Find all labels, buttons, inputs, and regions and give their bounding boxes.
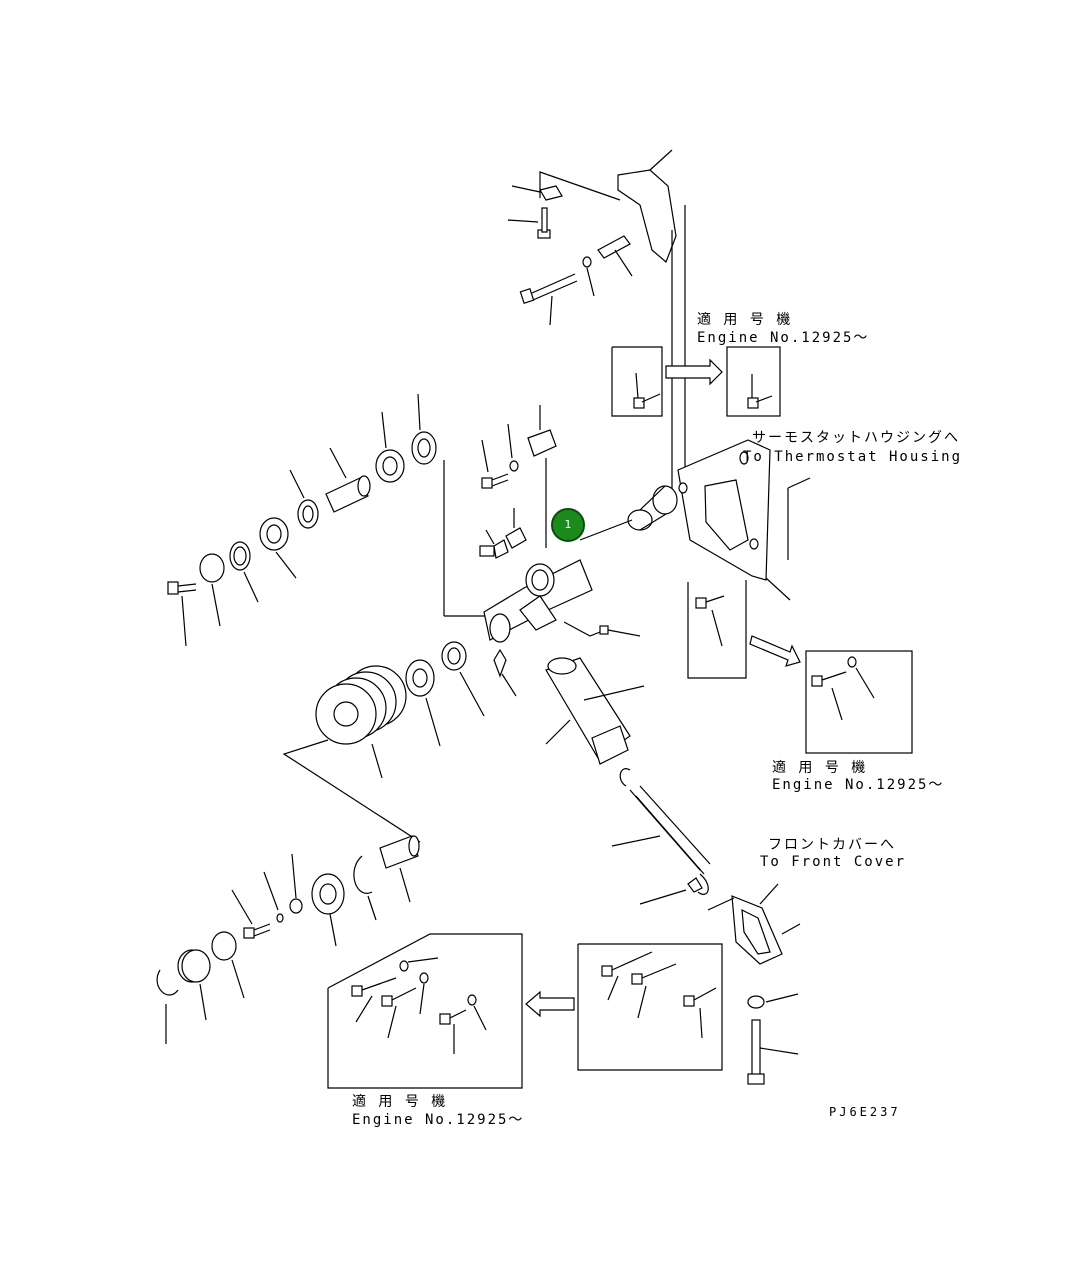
seal-ring: [289, 469, 319, 529]
pin-fitting: [493, 648, 517, 697]
part-callout-1[interactable]: 1: [551, 508, 585, 542]
front-cover-bracket: [707, 883, 801, 965]
lower-cap-large: [211, 931, 245, 999]
grease-fitting: [479, 529, 509, 559]
small-bracket: [505, 508, 527, 549]
sleeve-pin: [597, 235, 633, 277]
serial-box-right-right: [805, 650, 913, 754]
lower-bolt: [231, 889, 271, 939]
small-washer: [582, 256, 595, 297]
long-stud: [747, 1019, 799, 1085]
bracket-nut: [639, 877, 703, 905]
bearing-second: [375, 411, 405, 483]
to-front-cover-label-ja: フロントカバーへ: [768, 837, 896, 853]
arm-clip: [527, 405, 557, 548]
arrow-right-lower: [749, 635, 801, 667]
bracket-guide-lines: [539, 171, 686, 490]
lower-sleeve: [379, 835, 420, 903]
arm-upper-bolts: [481, 423, 519, 489]
lower-snap-ring: [353, 855, 377, 921]
to-thermostat-label-en: To Thermostat Housing: [743, 449, 963, 465]
arrow-right-upper: [665, 358, 723, 386]
lower-cap: [177, 949, 211, 1021]
bearing-third: [259, 517, 297, 579]
plate-boss: [627, 485, 678, 531]
shaft-center-line: [579, 519, 633, 541]
bearing-top: [411, 393, 437, 465]
upper-bracket: [617, 149, 677, 264]
serial-box-lower-right: [577, 943, 723, 1071]
engine-no-label-middle: Engine No.12925～: [772, 777, 945, 793]
drawing-code: PJ6E237: [829, 1105, 901, 1119]
serial-box-lower-left: [327, 933, 523, 1089]
serial-label-lower-ja: 適 用 号 機: [352, 1094, 448, 1110]
spring: [611, 768, 711, 895]
serial-box-upper-left: [611, 346, 663, 417]
lower-bearing: [311, 873, 345, 947]
lower-washer: [289, 853, 303, 914]
engine-no-label-upper: Engine No.12925～: [697, 330, 870, 346]
serial-box-right-left: [687, 580, 747, 679]
tensioner-arm: [483, 559, 593, 643]
sleeve: [325, 447, 371, 513]
bracket-washer: [747, 993, 799, 1009]
arm-side-bolt: [563, 621, 641, 637]
to-thermostat-label-ja: サーモスタットハウジングへ: [752, 430, 960, 446]
to-front-cover-label-en: To Front Cover: [760, 854, 907, 870]
long-bolt: [519, 273, 578, 326]
upper-left-guide: [443, 460, 504, 617]
serial-label-middle-ja: 適 用 号 機: [772, 760, 868, 776]
pulley-bearing: [405, 659, 441, 747]
mounting-plate: [677, 439, 811, 601]
serial-box-upper-right: [726, 346, 781, 417]
serial-label-upper-ja: 適 用 号 機: [697, 312, 793, 328]
bolt-top-left: [167, 581, 197, 647]
engine-no-label-lower: Engine No.12925～: [352, 1112, 525, 1128]
pulley: [315, 665, 407, 779]
pulley-guide-lines: [282, 739, 421, 843]
snap-ring-top: [229, 541, 259, 603]
cap-top: [199, 553, 225, 627]
lower-small-washer: [263, 871, 284, 923]
top-small-plate: [511, 185, 563, 201]
damper: [545, 657, 645, 765]
arrow-left-lower: [525, 990, 575, 1018]
lower-circlip: [156, 969, 179, 1044]
pulley-seal: [441, 641, 485, 717]
top-bolt: [507, 207, 551, 239]
